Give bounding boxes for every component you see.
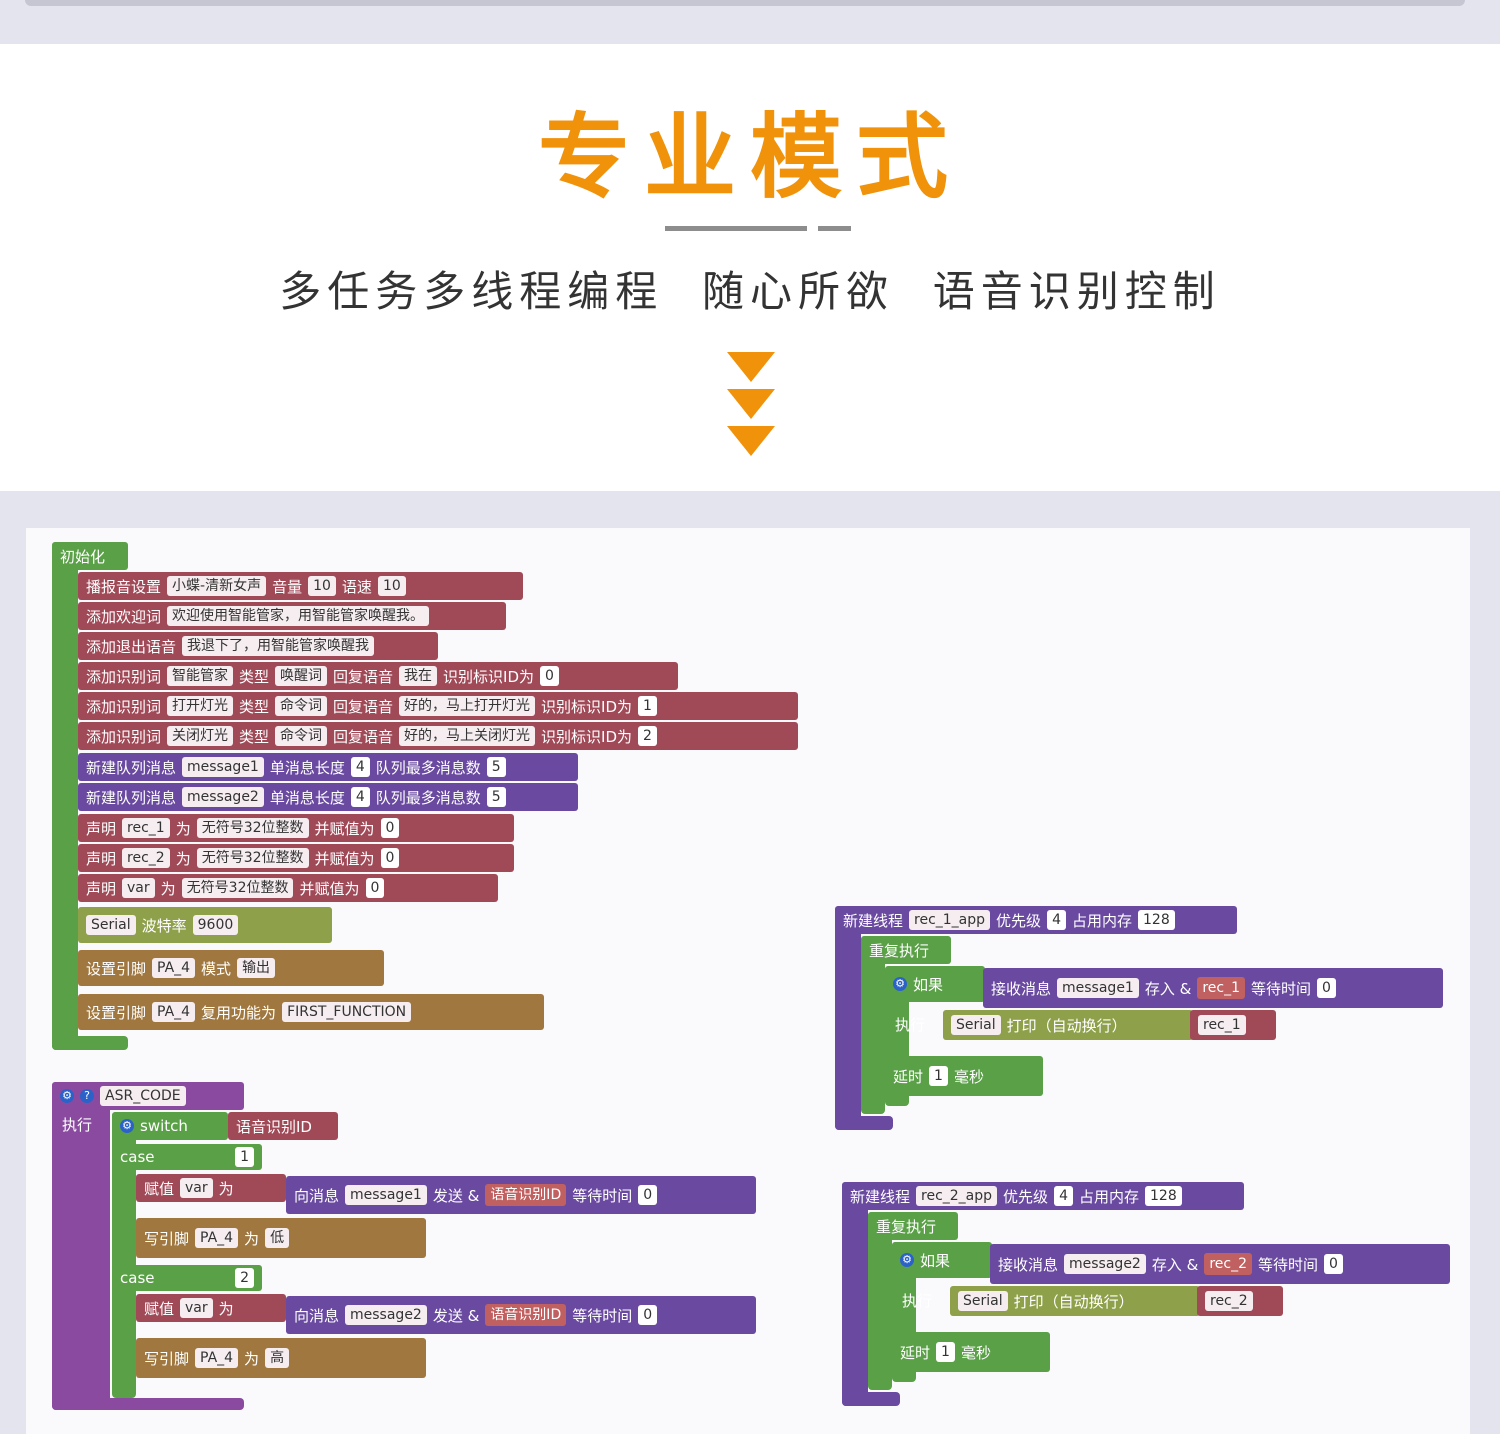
case-1-body <box>112 1170 136 1265</box>
thread1-bar <box>835 906 861 1130</box>
title-underline <box>665 226 807 231</box>
gear-icon[interactable]: ⚙ <box>60 1089 74 1103</box>
speed-select[interactable]: 10 <box>377 576 406 596</box>
repeat1-bar <box>861 936 885 1114</box>
exit-text-field[interactable]: 我退下了，用智能管家唤醒我 <box>182 636 375 656</box>
asr-func-header[interactable]: ⚙? ASR_CODE <box>52 1082 244 1110</box>
volume-select[interactable]: 10 <box>308 576 336 596</box>
down-arrows-icon <box>727 352 775 463</box>
help-icon[interactable]: ? <box>80 1089 94 1103</box>
init-hat-block[interactable]: 初始化 <box>52 542 128 570</box>
top-divider <box>25 0 1465 6</box>
init-hat-bar <box>52 542 78 1050</box>
welcome-block[interactable]: 添加欢迎词欢迎使用智能管家，用智能管家唤醒我。 <box>78 602 506 630</box>
print1-value[interactable]: rec_1 <box>1190 1010 1276 1040</box>
gear-icon[interactable]: ⚙ <box>900 1253 914 1267</box>
thread2-bar <box>842 1182 868 1406</box>
repeat1-block[interactable]: 重复执行 <box>861 936 951 964</box>
init-label: 初始化 <box>60 547 106 566</box>
asr-foot <box>52 1398 244 1410</box>
print2-value[interactable]: rec_2 <box>1197 1286 1283 1316</box>
if2-block[interactable]: ⚙如果 <box>892 1242 992 1278</box>
page-title: 专业模式 <box>537 104 962 211</box>
exec2-label: 执行 <box>902 1292 933 1310</box>
exit-voice-block[interactable]: 添加退出语音我退下了，用智能管家唤醒我 <box>78 632 438 660</box>
voice-select[interactable]: 小蝶-清新女声 <box>167 576 267 596</box>
func-name-field[interactable]: ASR_CODE <box>100 1086 186 1106</box>
thread1-foot <box>835 1116 893 1130</box>
welcome-text-field[interactable]: 欢迎使用智能管家，用智能管家唤醒我。 <box>167 606 430 626</box>
page-subtitle: 多任务多线程编程 随心所欲 语音识别控制 <box>279 267 1221 316</box>
thread2-foot <box>842 1392 900 1406</box>
title-underline-short <box>818 226 851 231</box>
baud-select[interactable]: 9600 <box>192 915 239 935</box>
if1-block[interactable]: ⚙如果 <box>885 966 985 1002</box>
exec1-label: 执行 <box>895 1016 926 1034</box>
repeat2-bar <box>868 1212 892 1390</box>
switch-block[interactable]: ⚙switch <box>112 1112 228 1140</box>
asr-func-bar <box>52 1082 110 1410</box>
asr-exec-label: 执行 <box>62 1116 93 1134</box>
switch-value-block[interactable]: 语音识别ID <box>228 1112 338 1140</box>
gear-icon[interactable]: ⚙ <box>120 1119 134 1133</box>
repeat2-block[interactable]: 重复执行 <box>868 1212 958 1240</box>
init-foot <box>52 1036 128 1050</box>
gear-icon[interactable]: ⚙ <box>893 977 907 991</box>
